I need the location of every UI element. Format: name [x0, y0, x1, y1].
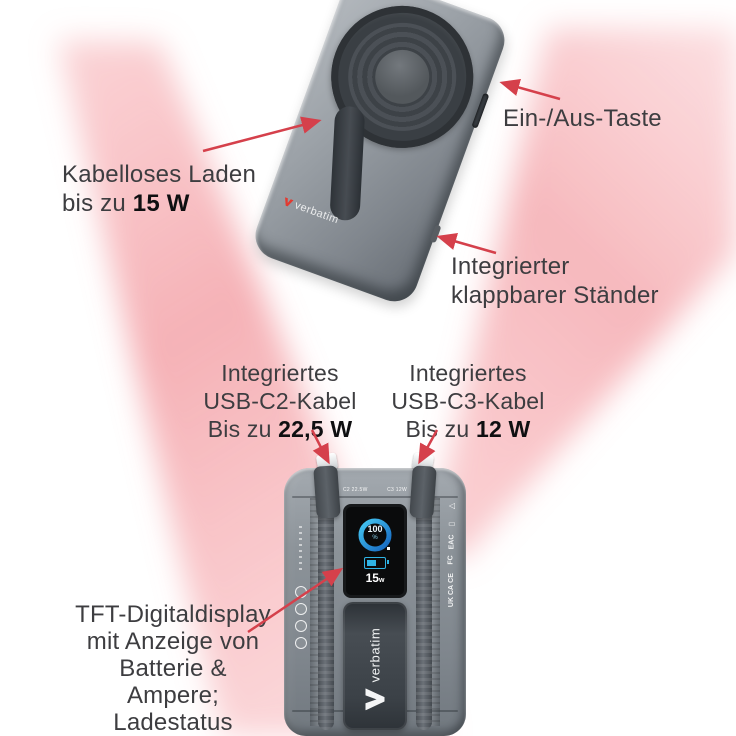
callout-line: Kabelloses Laden [62, 161, 257, 188]
callout-power-button: Ein-/Aus-Taste [503, 104, 662, 133]
usb-c2-plug-body [313, 465, 341, 519]
callout-bold-value: 22,5 W [278, 416, 353, 442]
callout-bold-value: 15 W [132, 190, 190, 217]
cert-mark-ce: CE [447, 573, 455, 583]
charge-indicator-dot [387, 546, 390, 550]
certification-marks: △ ▯ EAC FC CE UK CA [443, 502, 461, 607]
brand-logo-vertical: verbatim [366, 627, 385, 710]
port-marking-c2: C2 22.5W [343, 487, 368, 493]
usb-c2-connector [313, 452, 341, 519]
watt-readout: 15w [366, 572, 385, 587]
callout-line: klappbarer Ständer [451, 282, 659, 309]
cert-mark-eac: EAC [448, 534, 455, 550]
callout-text: Bis zu [207, 416, 279, 442]
callout-line: mit Anzeige von [86, 628, 260, 655]
verbatim-v-icon [366, 688, 385, 710]
callout-line: bis zu 15 W [62, 189, 256, 218]
etched-spec-text [299, 522, 302, 570]
cert-dot [295, 620, 307, 632]
verbatim-v-icon [282, 197, 293, 208]
usb-c3-cable [416, 510, 432, 730]
powerbank-front-view: C2 22.5W C3 12W 100 % [284, 452, 466, 736]
callout-bold-value: 12 W [475, 416, 531, 442]
callout-line: Integrierter [451, 253, 570, 280]
cert-dot [295, 637, 307, 649]
cert-mark-ukca: UK CA [448, 584, 456, 608]
callout-text: bis zu [62, 190, 133, 217]
folded-kickstand-panel: verbatim [343, 602, 407, 730]
battery-percent: 100 [367, 523, 383, 534]
cert-dot [295, 586, 307, 598]
callout-line: USB-C2-Kabel [203, 388, 357, 414]
callout-line: Batterie & [119, 655, 227, 682]
callout-usb-c2: Integriertes USB-C2-Kabel Bis zu 22,5 W [175, 359, 385, 443]
usb-c2-cable [318, 510, 334, 730]
port-marking-c3: C3 12W [387, 487, 407, 493]
callout-line: Integriertes [221, 360, 339, 386]
callout-line: Bis zu 12 W [363, 415, 573, 443]
watt-unit: w [378, 576, 385, 584]
callout-line: Ladestatus [113, 709, 233, 736]
callout-usb-c3: Integriertes USB-C3-Kabel Bis zu 12 W [363, 359, 573, 443]
callout-line: Bis zu 22,5 W [175, 415, 385, 443]
callout-line: Ampere; [126, 682, 220, 709]
callout-line: USB-C3-Kabel [391, 388, 545, 414]
percent-unit: % [372, 534, 378, 541]
recycle-icon: △ [447, 502, 456, 510]
callout-text: Ein-/Aus-Taste [503, 105, 662, 132]
callout-text: Bis zu [405, 416, 476, 442]
callout-line: TFT-Digitaldisplay [75, 601, 271, 628]
brand-text: verbatim [367, 627, 383, 682]
battery-ring-gauge: 100 % [356, 516, 394, 554]
kickstand-handle [329, 105, 366, 222]
callout-line: Integriertes [409, 360, 527, 386]
usb-c3-connector [409, 452, 437, 519]
cert-mark-fc: FC [448, 555, 455, 565]
powerbank-front-body: C2 22.5W C3 12W 100 % [284, 452, 466, 736]
ring-graphic [358, 518, 392, 551]
callout-wireless-charging: Kabelloses Laden bis zu 15 W [62, 160, 256, 218]
battery-icon [364, 556, 389, 569]
bin-icon: ▯ [447, 521, 456, 527]
top-seam [292, 496, 458, 498]
usb-c3-plug-body [409, 465, 437, 519]
right-beam [428, 28, 736, 560]
watt-value: 15 [365, 570, 379, 585]
callout-stand: Integrierter klappbarer Ständer [451, 252, 659, 310]
tft-display: 100 % 15w [343, 504, 407, 598]
certification-dots [295, 586, 307, 649]
cert-dot [295, 603, 307, 615]
callout-tft-display: TFT-Digitaldisplay mit Anzeige von Batte… [50, 601, 296, 736]
